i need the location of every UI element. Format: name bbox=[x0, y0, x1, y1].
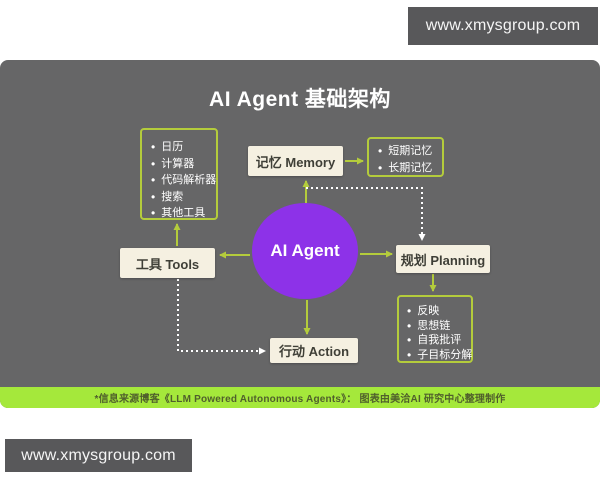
watermark-bottom: www.xmysgroup.com bbox=[5, 439, 192, 472]
tools-node: 工具 Tools bbox=[120, 248, 215, 278]
dotted-arrow-tools-to-action bbox=[177, 279, 266, 355]
tools-list: 日历 计算器 代码解析器 搜索 其他工具 bbox=[151, 139, 216, 222]
planning-methods-list: 反映 思想链 自我批评 子目标分解 bbox=[407, 304, 472, 363]
memory-types-box: 短期记忆 长期记忆 bbox=[367, 137, 444, 177]
list-item: 短期记忆 bbox=[378, 143, 442, 160]
diagram-title: AI Agent 基础架构 bbox=[209, 88, 391, 111]
list-item: 日历 bbox=[151, 139, 216, 156]
watermark-top: www.xmysgroup.com bbox=[408, 7, 598, 45]
list-item: 反映 bbox=[407, 304, 471, 319]
list-item: 长期记忆 bbox=[378, 160, 442, 177]
list-item: 自我批评 bbox=[407, 333, 471, 348]
memory-types-list: 短期记忆 长期记忆 bbox=[378, 143, 442, 177]
list-item: 搜索 bbox=[151, 189, 216, 206]
tools-list-box: 日历 计算器 代码解析器 搜索 其他工具 bbox=[140, 128, 218, 220]
list-item: 代码解析器 bbox=[151, 172, 216, 189]
planning-node: 规划 Planning bbox=[396, 245, 490, 273]
list-item: 子目标分解 bbox=[407, 348, 472, 363]
planning-methods-box: 反映 思想链 自我批评 子目标分解 bbox=[397, 295, 473, 363]
list-item: 思想链 bbox=[407, 319, 471, 334]
action-node: 行动 Action bbox=[270, 338, 358, 363]
source-note-bar: *信息来源博客《LLM Powered Autonomous Agents》： … bbox=[0, 387, 600, 408]
agent-center-node: AI Agent bbox=[252, 203, 358, 299]
list-item: 计算器 bbox=[151, 156, 216, 173]
list-item: 其他工具 bbox=[151, 205, 216, 222]
diagram-panel: AI Agent 基础架构 日历 计算器 bbox=[0, 60, 600, 408]
memory-node: 记忆 Memory bbox=[248, 146, 343, 176]
